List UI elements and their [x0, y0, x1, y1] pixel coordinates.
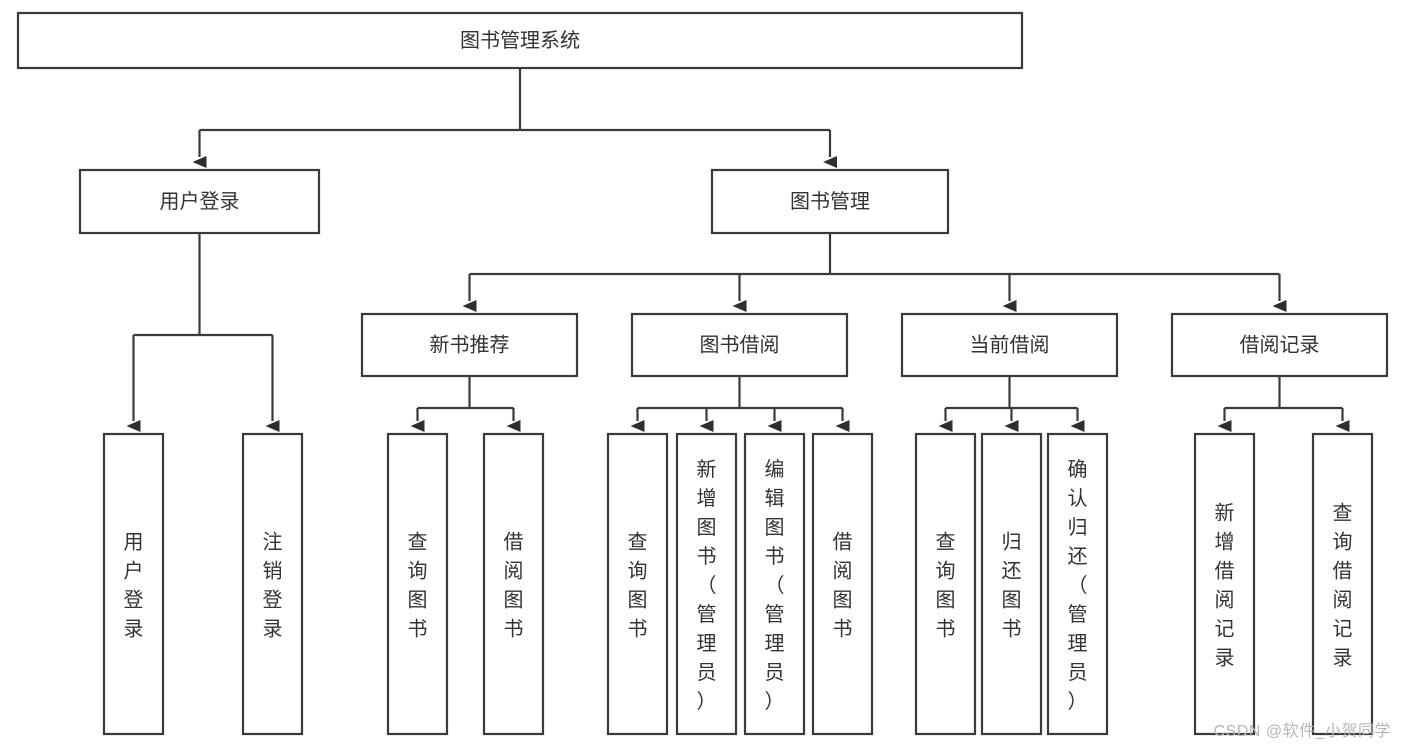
node-level2-3-label: 借阅记录 — [1240, 333, 1320, 356]
node-leaf-current-borrow-0-box[interactable] — [914, 432, 977, 736]
node-leaf-book-borrow-1-label: 新增图书（管理员） — [697, 458, 717, 713]
node-level2-2-box[interactable] — [900, 312, 1119, 378]
node-level2-3-box[interactable] — [1170, 312, 1389, 378]
node-leaf-current-borrow-1-box[interactable] — [980, 432, 1043, 736]
node-leaf-current-borrow-2[interactable]: 确认归还（管理员） — [1046, 432, 1109, 736]
node-level1-0-box[interactable] — [78, 168, 321, 235]
node-leaf-new-book-recommend-1[interactable]: 借阅图书 — [482, 432, 545, 736]
node-leaf-book-borrow-3-label: 借阅图书 — [833, 531, 853, 641]
node-leaf-user-login-1-label: 注销登录 — [263, 531, 283, 641]
node-leaf-book-borrow-2[interactable]: 编辑图书（管理员） — [743, 432, 806, 736]
node-leaf-new-book-recommend-0-box[interactable] — [386, 432, 449, 736]
node-level1-0-label: 用户登录 — [160, 190, 240, 213]
node-leaf-current-borrow-2-label: 确认归还（管理员） — [1068, 458, 1088, 713]
node-leaf-borrow-record-1-box[interactable] — [1311, 432, 1374, 736]
node-leaf-book-borrow-2-label: 编辑图书（管理员） — [765, 458, 785, 713]
node-leaf-current-borrow-0-label: 查询图书 — [936, 531, 956, 641]
node-leaf-book-borrow-3-box[interactable] — [811, 432, 874, 736]
node-leaf-current-borrow-1-label: 归还图书 — [1002, 531, 1022, 641]
node-leaf-current-borrow-1[interactable]: 归还图书 — [980, 432, 1043, 736]
node-leaf-book-borrow-2-box[interactable] — [743, 432, 806, 736]
node-leaf-new-book-recommend-0-label: 查询图书 — [408, 531, 428, 641]
node-leaf-new-book-recommend-1-box[interactable] — [482, 432, 545, 736]
node-level2-1-box[interactable] — [630, 312, 849, 378]
node-level2-2-label: 当前借阅 — [970, 333, 1050, 356]
node-level2-1-label: 图书借阅 — [700, 333, 780, 356]
node-leaf-user-login-0[interactable]: 用户登录 — [102, 432, 165, 736]
node-level2-0[interactable]: 新书推荐 — [360, 312, 579, 378]
node-level2-0-box[interactable] — [360, 312, 579, 378]
node-level1-1[interactable]: 图书管理 — [710, 168, 950, 235]
node-leaf-new-book-recommend-1-label: 借阅图书 — [504, 531, 524, 641]
node-layer: 图书管理系统用户登录图书管理新书推荐图书借阅当前借阅借阅记录用户登录注销登录查询… — [16, 11, 1389, 736]
node-leaf-borrow-record-0[interactable]: 新增借阅记录 — [1193, 432, 1256, 736]
node-leaf-book-borrow-0[interactable]: 查询图书 — [606, 432, 669, 736]
node-leaf-borrow-record-1[interactable]: 查询借阅记录 — [1311, 432, 1374, 736]
node-level2-0-label: 新书推荐 — [430, 333, 510, 356]
connector-layer — [126, 68, 1350, 432]
node-level1-1-box[interactable] — [710, 168, 950, 235]
node-leaf-book-borrow-1-box[interactable] — [675, 432, 738, 736]
node-leaf-book-borrow-0-label: 查询图书 — [628, 531, 648, 641]
node-level1-1-label: 图书管理 — [790, 190, 870, 213]
node-leaf-user-login-1[interactable]: 注销登录 — [241, 432, 304, 736]
node-root[interactable]: 图书管理系统 — [16, 11, 1024, 70]
node-leaf-borrow-record-0-box[interactable] — [1193, 432, 1256, 736]
node-leaf-book-borrow-0-box[interactable] — [606, 432, 669, 736]
node-leaf-current-borrow-0[interactable]: 查询图书 — [914, 432, 977, 736]
node-leaf-user-login-0-box[interactable] — [102, 432, 165, 736]
node-leaf-new-book-recommend-0[interactable]: 查询图书 — [386, 432, 449, 736]
node-level1-0[interactable]: 用户登录 — [78, 168, 321, 235]
node-level2-3[interactable]: 借阅记录 — [1170, 312, 1389, 378]
node-leaf-book-borrow-1[interactable]: 新增图书（管理员） — [675, 432, 738, 736]
node-root-box[interactable] — [16, 11, 1024, 70]
node-leaf-borrow-record-0-label: 新增借阅记录 — [1215, 502, 1235, 670]
node-leaf-user-login-0-label: 用户登录 — [124, 532, 144, 641]
node-leaf-borrow-record-1-label: 查询借阅记录 — [1333, 502, 1353, 670]
node-leaf-user-login-1-box[interactable] — [241, 432, 304, 736]
node-leaf-book-borrow-3[interactable]: 借阅图书 — [811, 432, 874, 736]
node-root-label: 图书管理系统 — [460, 29, 580, 52]
node-level2-2[interactable]: 当前借阅 — [900, 312, 1119, 378]
node-leaf-current-borrow-2-box[interactable] — [1046, 432, 1109, 736]
node-level2-1[interactable]: 图书借阅 — [630, 312, 849, 378]
